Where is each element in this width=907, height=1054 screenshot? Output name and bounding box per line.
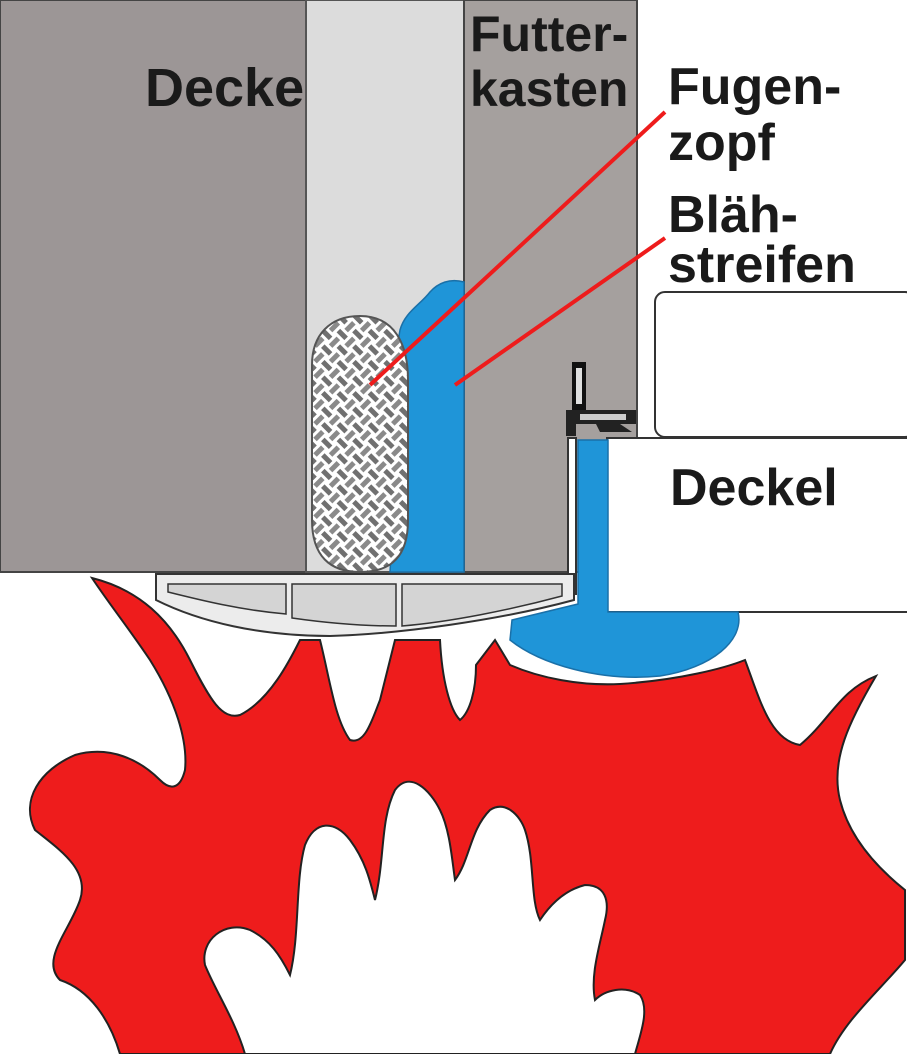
flame-inner xyxy=(203,780,646,1054)
label-blaehstreifen-line2: streifen xyxy=(668,236,856,294)
intumescent-bottom xyxy=(509,439,740,678)
ceiling-block xyxy=(0,0,307,573)
label-fugenzopf-line2: zopf xyxy=(668,114,776,172)
cover-strip-chambers xyxy=(167,583,563,627)
label-futterkasten-line2: kasten xyxy=(470,61,628,117)
label-deckel: Deckel xyxy=(670,459,838,517)
label-blaehstreifen-line1: Bläh- xyxy=(668,186,798,244)
label-fugenzopf-line1: Fugen- xyxy=(668,58,841,116)
leader-line-blaehstreifen xyxy=(453,236,667,387)
mounting-profile xyxy=(567,437,577,595)
label-decke: Decke xyxy=(145,58,304,118)
label-futterkasten-line1: Futter- xyxy=(470,6,628,62)
lid-upper xyxy=(654,291,907,438)
leader-line-fugenzopf xyxy=(368,110,667,387)
braided-joint-filler xyxy=(311,314,409,574)
metal-clip xyxy=(566,362,636,436)
